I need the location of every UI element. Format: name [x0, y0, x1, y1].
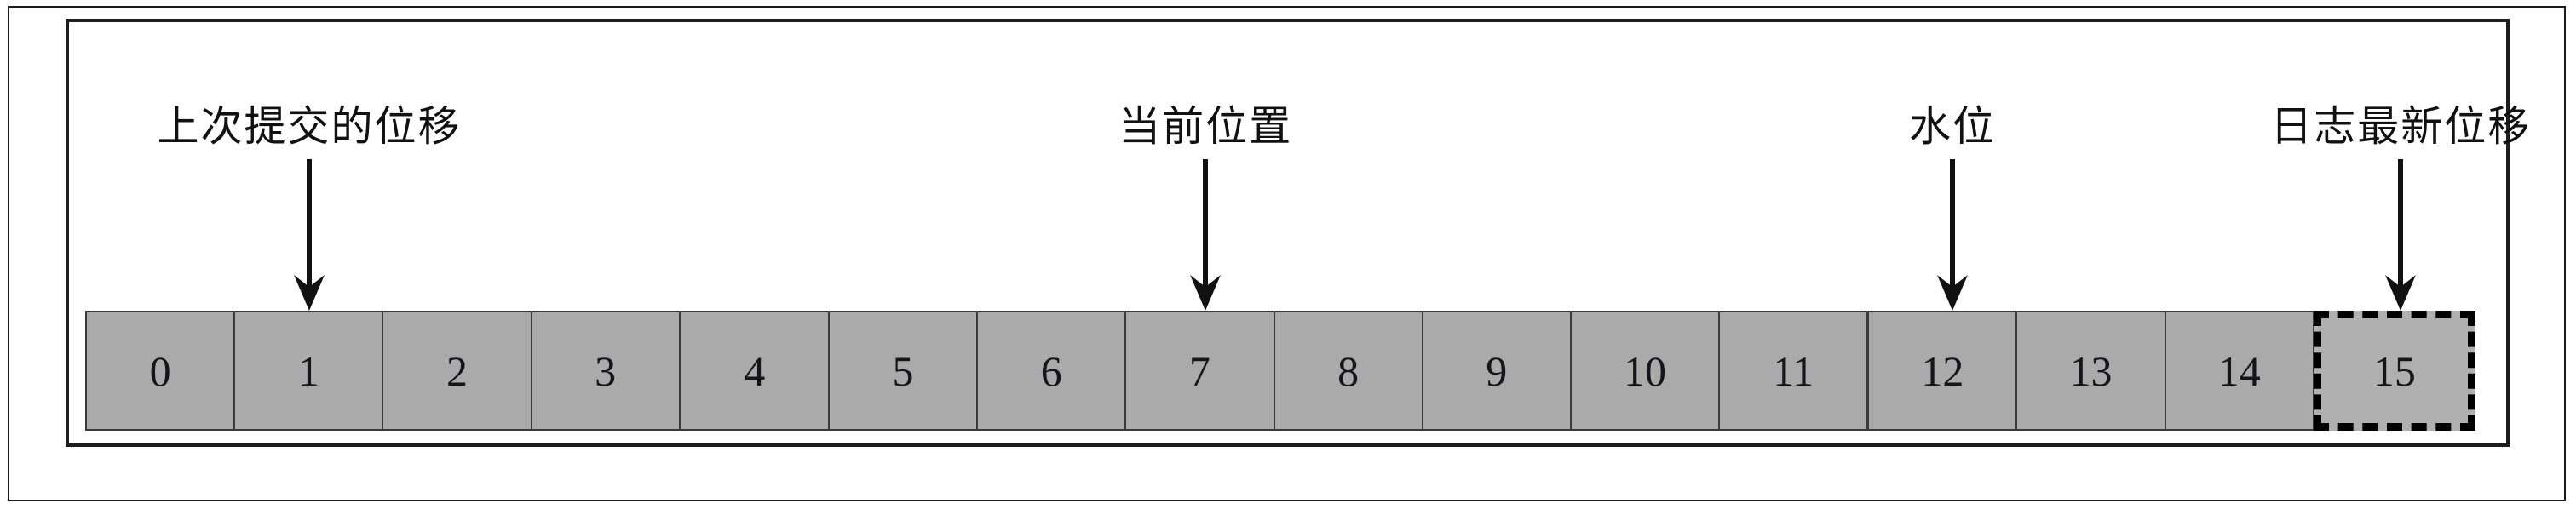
annotation-label-current-position: 当前位置 — [1118, 103, 1293, 150]
offset-cell-13: 13 — [2016, 311, 2165, 431]
annotation-last-committed-offset: 上次提交的位移 — [54, 0, 565, 311]
offset-cell-label: 11 — [1773, 346, 1814, 395]
offset-cell-5: 5 — [828, 311, 978, 431]
offset-cell-8: 8 — [1274, 311, 1423, 431]
offset-cell-label: 5 — [892, 346, 914, 395]
offset-cell-label: 0 — [149, 346, 171, 395]
offset-cell-label: 6 — [1040, 346, 1062, 395]
offset-cell-label: 8 — [1337, 346, 1360, 395]
offset-cell-label: 12 — [1921, 346, 1964, 395]
offset-cell-label: 15 — [2372, 346, 2416, 395]
offset-cell-label: 13 — [2069, 346, 2113, 395]
offset-cell-label: 14 — [2217, 346, 2261, 395]
offset-cell-11: 11 — [1719, 311, 1868, 431]
offset-cell-label: 10 — [1623, 346, 1666, 395]
annotation-label-log-end-offset: 日志最新位移 — [2270, 103, 2532, 150]
offset-cell-10: 10 — [1570, 311, 1720, 431]
offset-cell-12: 12 — [1867, 311, 2017, 431]
annotation-high-watermark: 水位 — [1697, 0, 2208, 311]
annotation-label-high-watermark: 水位 — [1909, 103, 1997, 150]
offset-cell-4: 4 — [679, 311, 829, 431]
offset-cell-15: 15 — [2313, 311, 2475, 431]
annotation-log-end-offset: 日志最新位移 — [2145, 0, 2576, 311]
offset-cell-2: 2 — [382, 311, 532, 431]
down-arrow-icon — [1934, 159, 1971, 311]
down-arrow-icon — [2382, 159, 2419, 311]
offset-cell-label: 3 — [595, 346, 617, 395]
offset-cell-label: 4 — [744, 346, 766, 395]
offset-cell-label: 1 — [297, 346, 319, 395]
offset-cell-0: 0 — [85, 311, 235, 431]
offset-cell-3: 3 — [531, 311, 680, 431]
offset-cell-14: 14 — [2165, 311, 2314, 431]
offset-cell-1: 1 — [234, 311, 383, 431]
offset-cell-6: 6 — [977, 311, 1126, 431]
offset-cell-label: 7 — [1188, 346, 1210, 395]
annotation-current-position: 当前位置 — [950, 0, 1461, 311]
down-arrow-icon — [290, 159, 328, 311]
offset-cell-label: 9 — [1486, 346, 1508, 395]
offset-cell-label: 2 — [446, 346, 468, 395]
down-arrow-icon — [1187, 159, 1224, 311]
offset-cell-7: 7 — [1125, 311, 1274, 431]
annotation-label-last-committed-offset: 上次提交的位移 — [157, 103, 462, 150]
offset-cell-9: 9 — [1422, 311, 1571, 431]
